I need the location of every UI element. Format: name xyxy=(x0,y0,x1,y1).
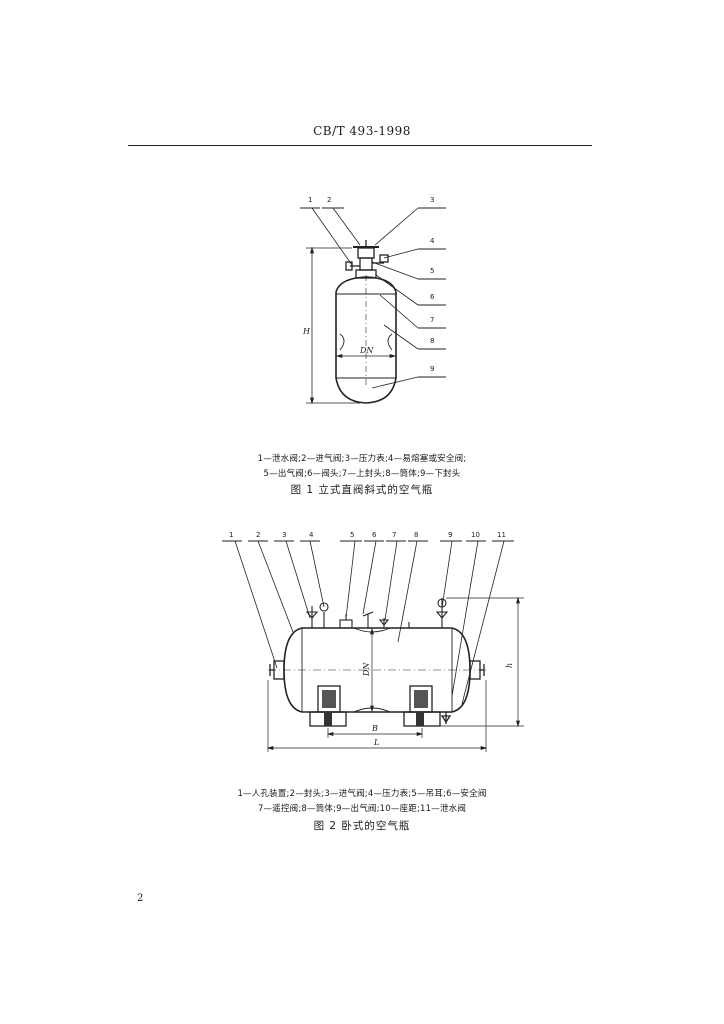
fig2-callout-2: 2 xyxy=(256,531,260,539)
fig2-callout-11: 11 xyxy=(497,531,506,539)
fig1-callout-7: 7 xyxy=(430,316,434,324)
fig2-callout-4: 4 xyxy=(309,531,314,539)
fig1-dim-h: H xyxy=(302,327,311,336)
fig2-dim-h: h xyxy=(505,663,514,668)
fig2-callout-3: 3 xyxy=(282,531,286,539)
fig2-dim-b: B xyxy=(371,724,378,733)
fig1-callout-6: 6 xyxy=(430,293,435,301)
fig2-callout-1: 1 xyxy=(229,531,233,539)
fig1-callout-9: 9 xyxy=(430,365,434,373)
fig1-callout-8: 8 xyxy=(430,337,434,345)
fig2-callout-6: 6 xyxy=(372,531,377,539)
fig2-legend-line1: 1—人孔装置;2—封头;3—进气阀;4—压力表;5—吊耳;6—安全阀 xyxy=(237,789,487,799)
fig2-callout-9: 9 xyxy=(448,531,452,539)
fig2-dim-l: L xyxy=(373,738,379,747)
fig1-callout-3: 3 xyxy=(430,196,434,204)
fig2-callout-10: 10 xyxy=(471,531,480,539)
fig1-legend-line1: 1—泄水阀;2—进气阀;3—压力表;4—易熔塞或安全阀; xyxy=(257,454,467,464)
header-rule xyxy=(128,145,592,146)
fig2-dim-dn: DN xyxy=(362,662,371,677)
fig1-dim-dn: DN xyxy=(359,346,374,355)
fig2-callout-8: 8 xyxy=(414,531,418,539)
fig1-caption: 图 1 立式直阀斜式的空气瓶 xyxy=(290,484,434,496)
fig1-callout-1: 1 xyxy=(308,196,312,204)
standard-code: CB/T 493-1998 xyxy=(313,124,411,138)
fig1-callout-4: 4 xyxy=(430,237,435,245)
fig1-callout-2: 2 xyxy=(327,196,331,204)
fig1-legend-line2: 5—出气阀;6—阀头;7—上封头;8—筒体;9—下封头 xyxy=(263,469,461,479)
page-number: 2 xyxy=(137,893,144,904)
fig1-callout-5: 5 xyxy=(430,267,434,275)
fig2-callout-5: 5 xyxy=(350,531,354,539)
fig2-caption: 图 2 卧式的空气瓶 xyxy=(313,820,411,832)
fig2-callout-7: 7 xyxy=(392,531,396,539)
fig2-legend-line2: 7—遥控阀;8—筒体;9—出气阀;10—座距;11—泄水阀 xyxy=(257,804,467,814)
